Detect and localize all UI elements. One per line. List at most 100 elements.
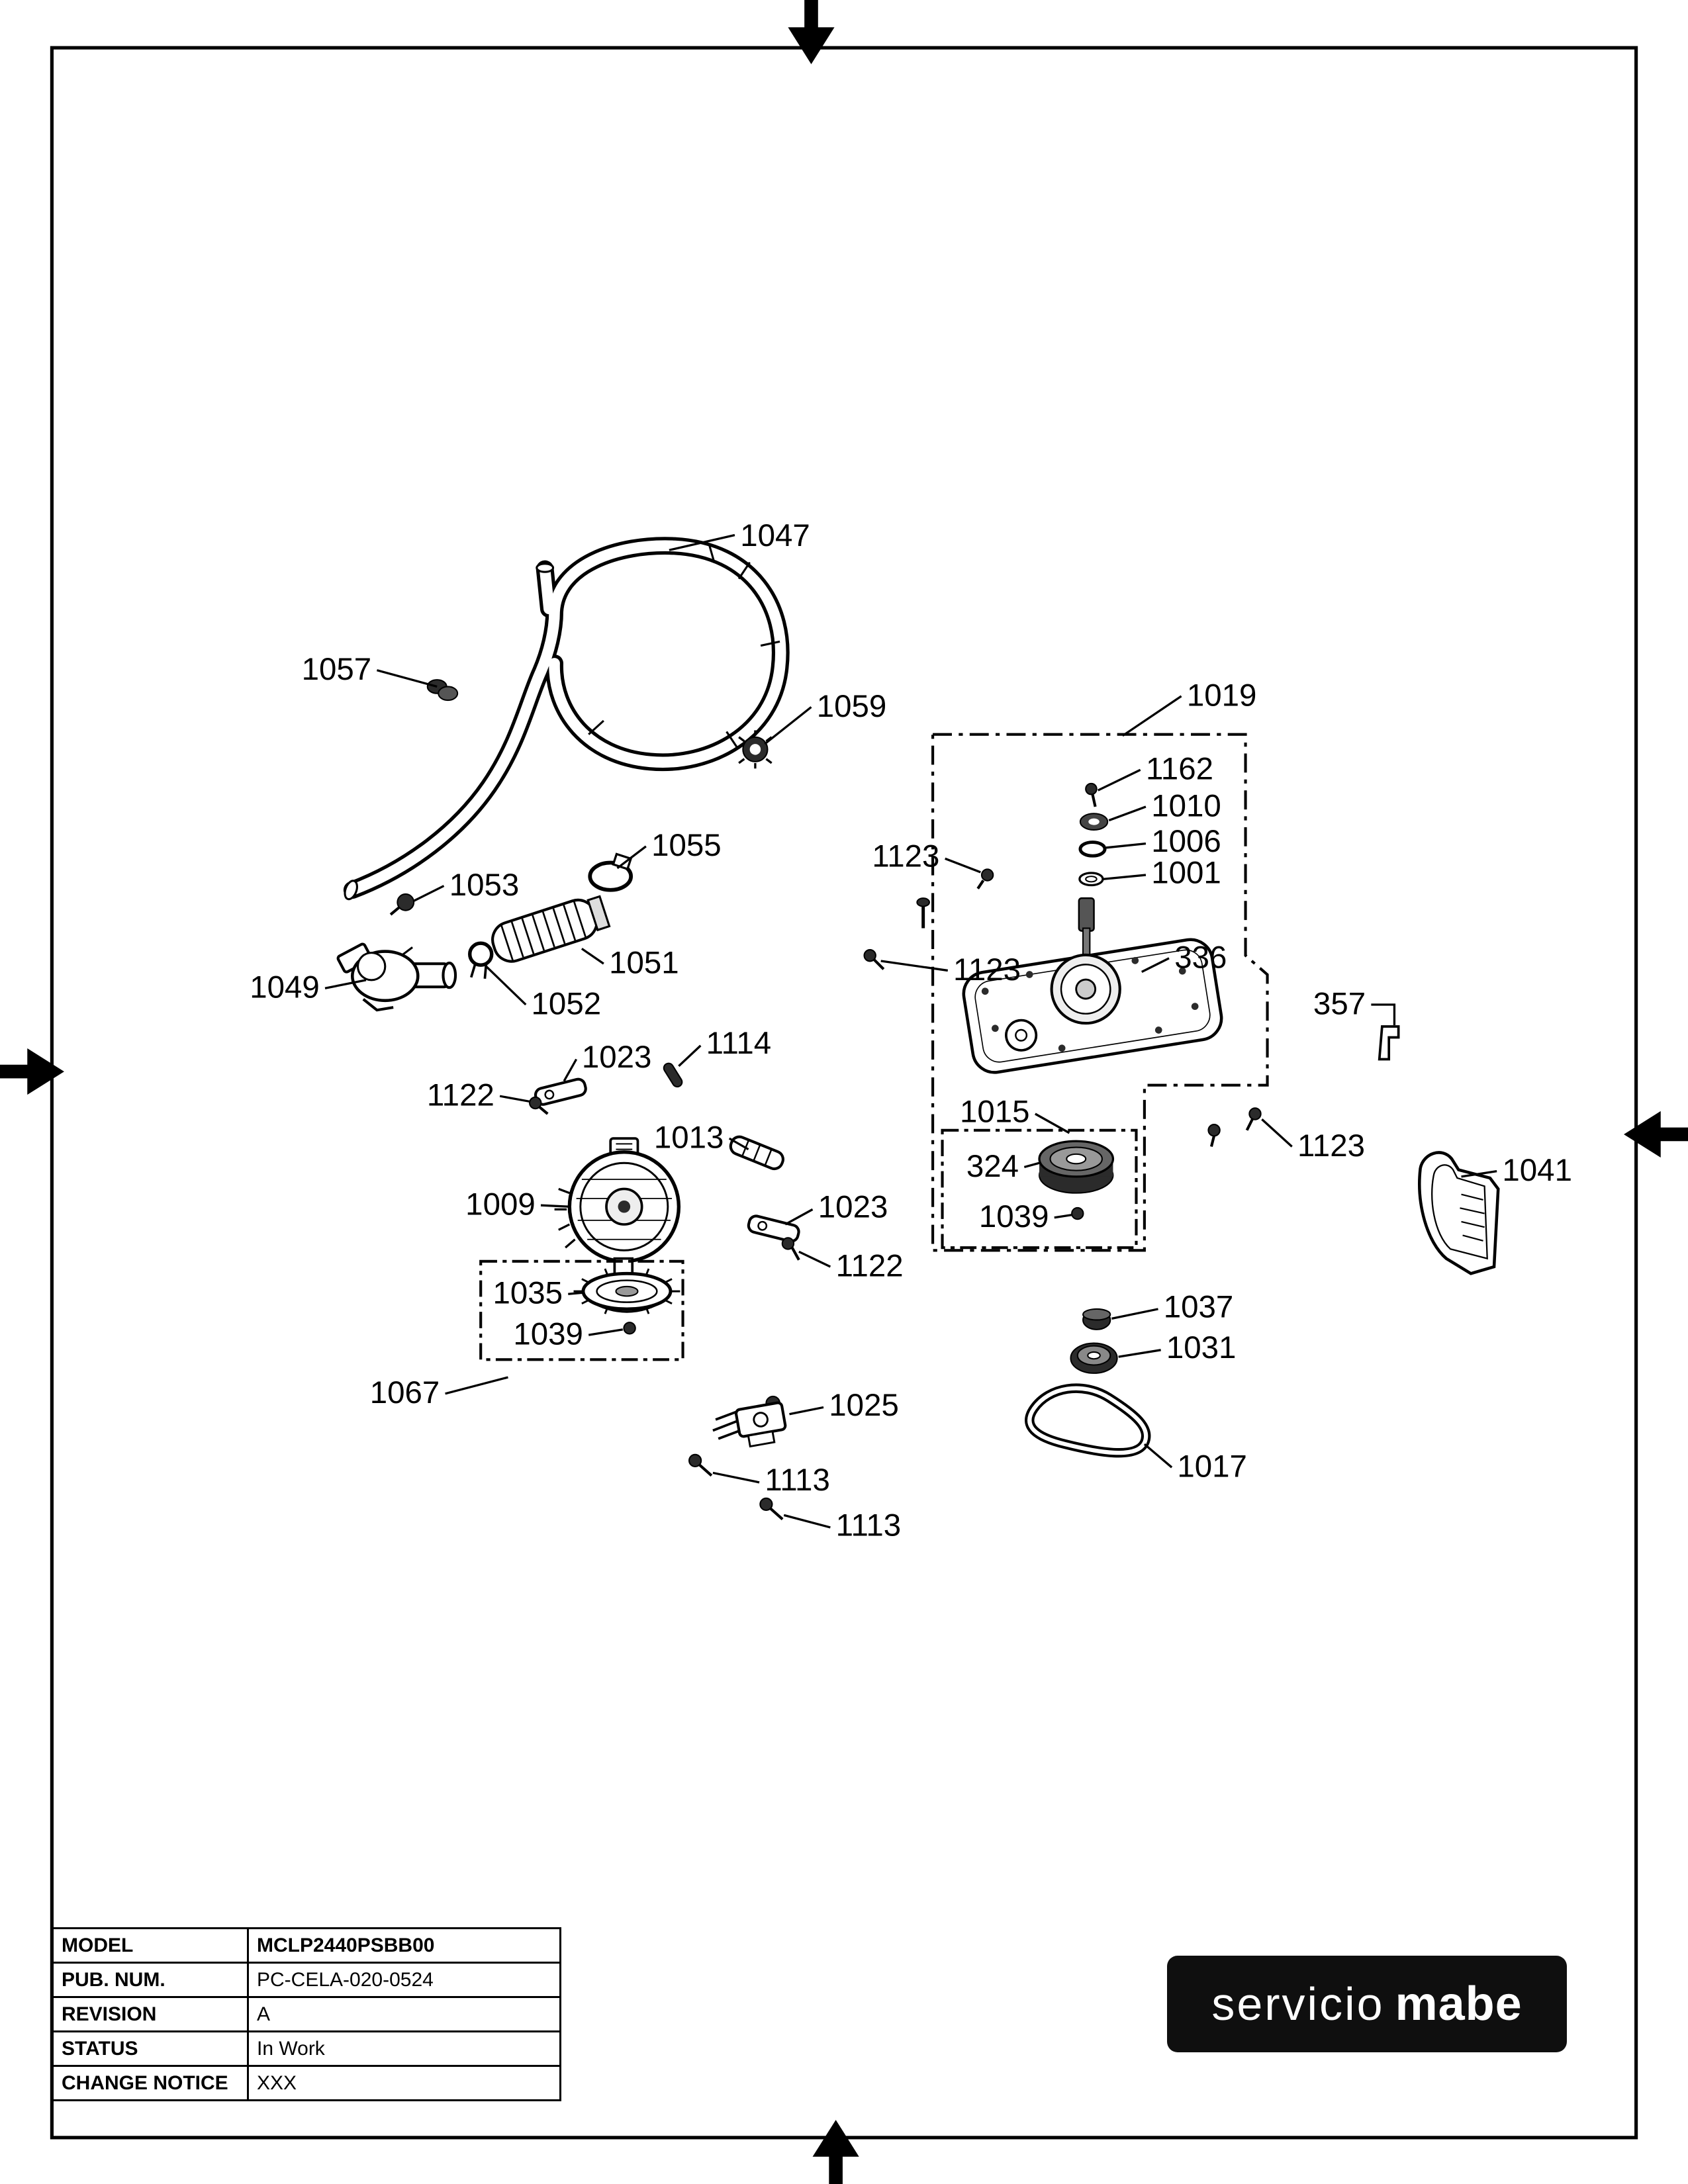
clip-1057 xyxy=(426,679,459,702)
callout-leader-1162 xyxy=(1098,768,1141,792)
belt-1017 xyxy=(1025,1383,1151,1458)
callout-leader-1031 xyxy=(1118,1349,1161,1358)
title-block-row-status: STATUS In Work xyxy=(52,2030,561,2067)
row-value: PC-CELA-020-0524 xyxy=(247,1962,561,1998)
transmission-plate-336 xyxy=(962,897,1223,1074)
callout-leader-1123 xyxy=(880,960,949,972)
callout-leader-1052 xyxy=(484,964,527,1006)
row-value: XXX xyxy=(247,2065,561,2101)
callout-leader-1067 xyxy=(445,1376,508,1395)
callout-leader-357 xyxy=(1371,1003,1396,1025)
row-value: A xyxy=(247,1996,561,2032)
callout-label-324: 324 xyxy=(966,1149,1019,1184)
callout-leader-1113 xyxy=(783,1514,831,1529)
callout-label-1122: 1122 xyxy=(427,1078,494,1113)
callout-label-1114: 1114 xyxy=(706,1026,772,1061)
callout-leader-1123 xyxy=(1261,1118,1293,1148)
callout-leader-1013 xyxy=(728,1137,749,1151)
callout-label-336: 336 xyxy=(1174,940,1227,975)
callout-label-1123: 1123 xyxy=(872,839,939,874)
row-value: In Work xyxy=(247,2030,561,2067)
callout-leader-1037 xyxy=(1111,1308,1158,1320)
row-label: MODEL xyxy=(52,1927,249,1964)
callout-label-1039: 1039 xyxy=(979,1199,1049,1234)
callout-label-1031: 1031 xyxy=(1166,1330,1237,1365)
screw-1123-b xyxy=(916,897,930,929)
callout-label-1023: 1023 xyxy=(818,1190,888,1225)
callout-label-1123: 1123 xyxy=(1297,1128,1365,1163)
callout-label-1162: 1162 xyxy=(1146,752,1213,787)
callout-leader-1039 xyxy=(1054,1213,1072,1219)
screw-1039-clutch xyxy=(1071,1206,1084,1220)
callout-leader-336 xyxy=(1141,957,1170,973)
bracket-1025 xyxy=(712,1395,787,1448)
callout-leader-1015 xyxy=(1035,1113,1070,1134)
row-label: PUB. NUM. xyxy=(52,1962,249,1998)
rotor-kit-outline-1067 xyxy=(479,1259,684,1361)
logo-text-mabe: mabe xyxy=(1395,1978,1523,2030)
screw-1113-a xyxy=(688,1453,713,1477)
tub-hose-1051 xyxy=(491,895,611,963)
transmission-outline-1019 xyxy=(931,733,1269,1252)
bracket-1041 xyxy=(1418,1151,1500,1275)
screw-1122-b xyxy=(781,1237,800,1261)
screw-1123-c xyxy=(863,949,885,970)
hose-clamp-1052 xyxy=(468,941,494,979)
callout-leader-1122 xyxy=(499,1095,530,1103)
rotor-1035 xyxy=(573,1268,680,1314)
callout-label-1113: 1113 xyxy=(836,1508,902,1543)
callout-leader-1057 xyxy=(376,669,438,688)
clip-357 xyxy=(1378,1025,1400,1061)
callout-leader-1114 xyxy=(678,1044,702,1068)
callout-label-1057: 1057 xyxy=(302,652,372,687)
hose-clamp-1055 xyxy=(588,852,633,892)
callout-leader-1006 xyxy=(1105,842,1147,849)
bracket-1023-a xyxy=(534,1077,587,1106)
callout-leader-1123 xyxy=(945,857,981,874)
callout-leader-1049 xyxy=(324,979,367,989)
screw-1113-b xyxy=(759,1497,784,1521)
screw-1053 xyxy=(389,893,415,916)
callout-leader-1055 xyxy=(616,845,647,870)
pulley-1031 xyxy=(1070,1342,1118,1374)
callout-leader-1023 xyxy=(784,1208,814,1226)
title-block-row-change-notice: CHANGE NOTICE XXX xyxy=(52,2065,561,2101)
washer-1006 xyxy=(1078,841,1107,858)
callout-label-1025: 1025 xyxy=(829,1388,899,1423)
callout-label-1001: 1001 xyxy=(1151,855,1221,890)
drain-pump-1049 xyxy=(336,942,457,1012)
callout-label-1123: 1123 xyxy=(953,952,1021,987)
callout-label-1059: 1059 xyxy=(817,689,887,724)
callout-leader-1047 xyxy=(669,533,735,551)
clutch-outline-1015 xyxy=(941,1128,1138,1250)
callout-leader-1035 xyxy=(568,1291,584,1295)
servicio-mabe-logo: servicio mabe xyxy=(1167,1956,1567,2052)
callout-leader-1025 xyxy=(789,1406,824,1416)
callout-label-1113: 1113 xyxy=(765,1463,830,1498)
nut-1059 xyxy=(738,730,773,769)
callout-leader-1041 xyxy=(1461,1169,1497,1178)
callout-label-1041: 1041 xyxy=(1502,1153,1572,1188)
screw-1123-a xyxy=(976,868,994,889)
crop-mark-right-icon xyxy=(1624,1111,1688,1158)
pulley-324 xyxy=(1038,1140,1115,1194)
callout-label-1010: 1010 xyxy=(1151,788,1221,823)
screw-1162 xyxy=(1085,782,1098,807)
callout-label-1053: 1053 xyxy=(449,868,520,903)
drain-hose-1047 xyxy=(343,537,790,901)
callout-label-357: 357 xyxy=(1313,986,1366,1021)
callout-label-1067: 1067 xyxy=(370,1375,440,1410)
callout-label-1122: 1122 xyxy=(836,1248,904,1283)
coupler-1013 xyxy=(729,1135,784,1171)
logo-text-servicio: servicio xyxy=(1211,1978,1385,2030)
screw-1123-d xyxy=(1207,1124,1221,1148)
callout-leader-1059 xyxy=(764,706,812,745)
callout-leader-1051 xyxy=(581,948,604,965)
callout-label-1023: 1023 xyxy=(582,1040,652,1075)
callout-leader-1017 xyxy=(1143,1443,1173,1469)
callout-label-1037: 1037 xyxy=(1164,1289,1234,1324)
row-label: REVISION xyxy=(52,1996,249,2032)
crop-mark-top-icon xyxy=(788,0,835,64)
